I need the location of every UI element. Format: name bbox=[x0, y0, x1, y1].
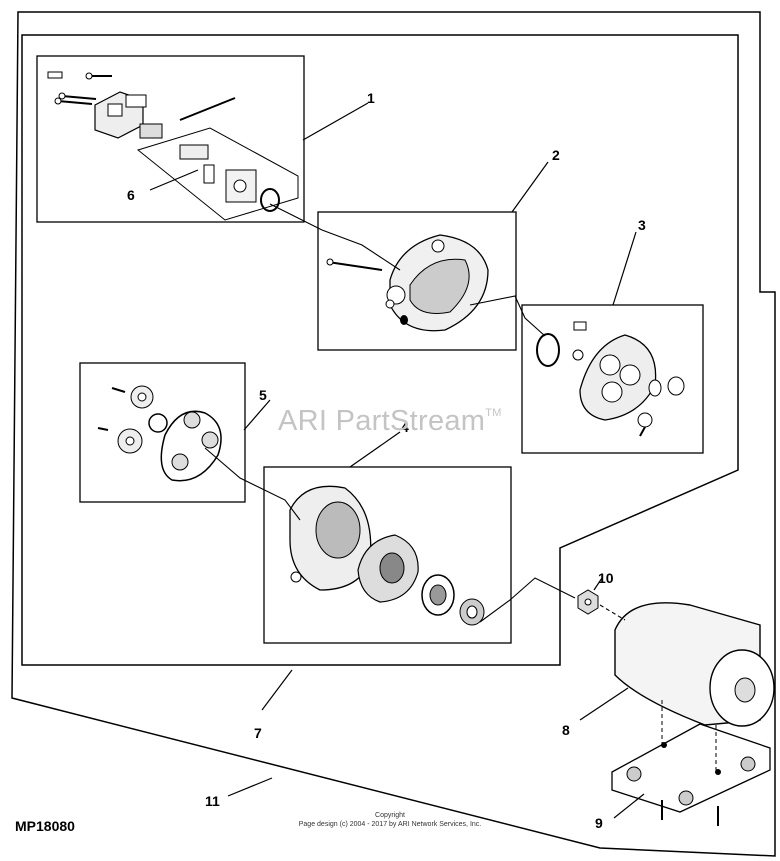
pump-assembly-outline-7 bbox=[21, 34, 739, 666]
part-box-3 bbox=[521, 304, 704, 454]
watermark: ARI PartStreamTM bbox=[278, 405, 502, 438]
explode-lines bbox=[204, 203, 626, 623]
part-box-1 bbox=[36, 55, 305, 223]
callout-3: 3 bbox=[638, 217, 646, 233]
callout-7: 7 bbox=[254, 725, 262, 741]
callout-9: 9 bbox=[595, 815, 603, 831]
nut-10 bbox=[577, 589, 599, 615]
callout-2: 2 bbox=[552, 147, 560, 163]
part-box-2 bbox=[317, 211, 517, 351]
assembly-outline-11 bbox=[11, 11, 776, 857]
callout-8: 8 bbox=[562, 722, 570, 738]
callout-10: 10 bbox=[598, 570, 614, 586]
base-plate-9 bbox=[611, 700, 771, 826]
copyright-line-1: Copyright bbox=[375, 812, 405, 819]
callout-11: 11 bbox=[205, 793, 220, 809]
part-box-5 bbox=[79, 362, 246, 503]
leader-lines bbox=[149, 102, 645, 819]
motor-8 bbox=[614, 602, 775, 727]
copyright-line-2: Page design (c) 2004 - 2017 by ARI Netwo… bbox=[298, 821, 482, 828]
callout-5: 5 bbox=[259, 387, 267, 403]
watermark-trademark: TM bbox=[485, 407, 502, 419]
callout-1: 1 bbox=[367, 90, 375, 106]
callout-6: 6 bbox=[127, 187, 135, 203]
callout-4: 4 bbox=[401, 419, 409, 435]
watermark-text: ARI PartStream bbox=[278, 405, 486, 437]
figure-id: MP18080 bbox=[15, 818, 75, 834]
part-box-4 bbox=[263, 466, 512, 644]
